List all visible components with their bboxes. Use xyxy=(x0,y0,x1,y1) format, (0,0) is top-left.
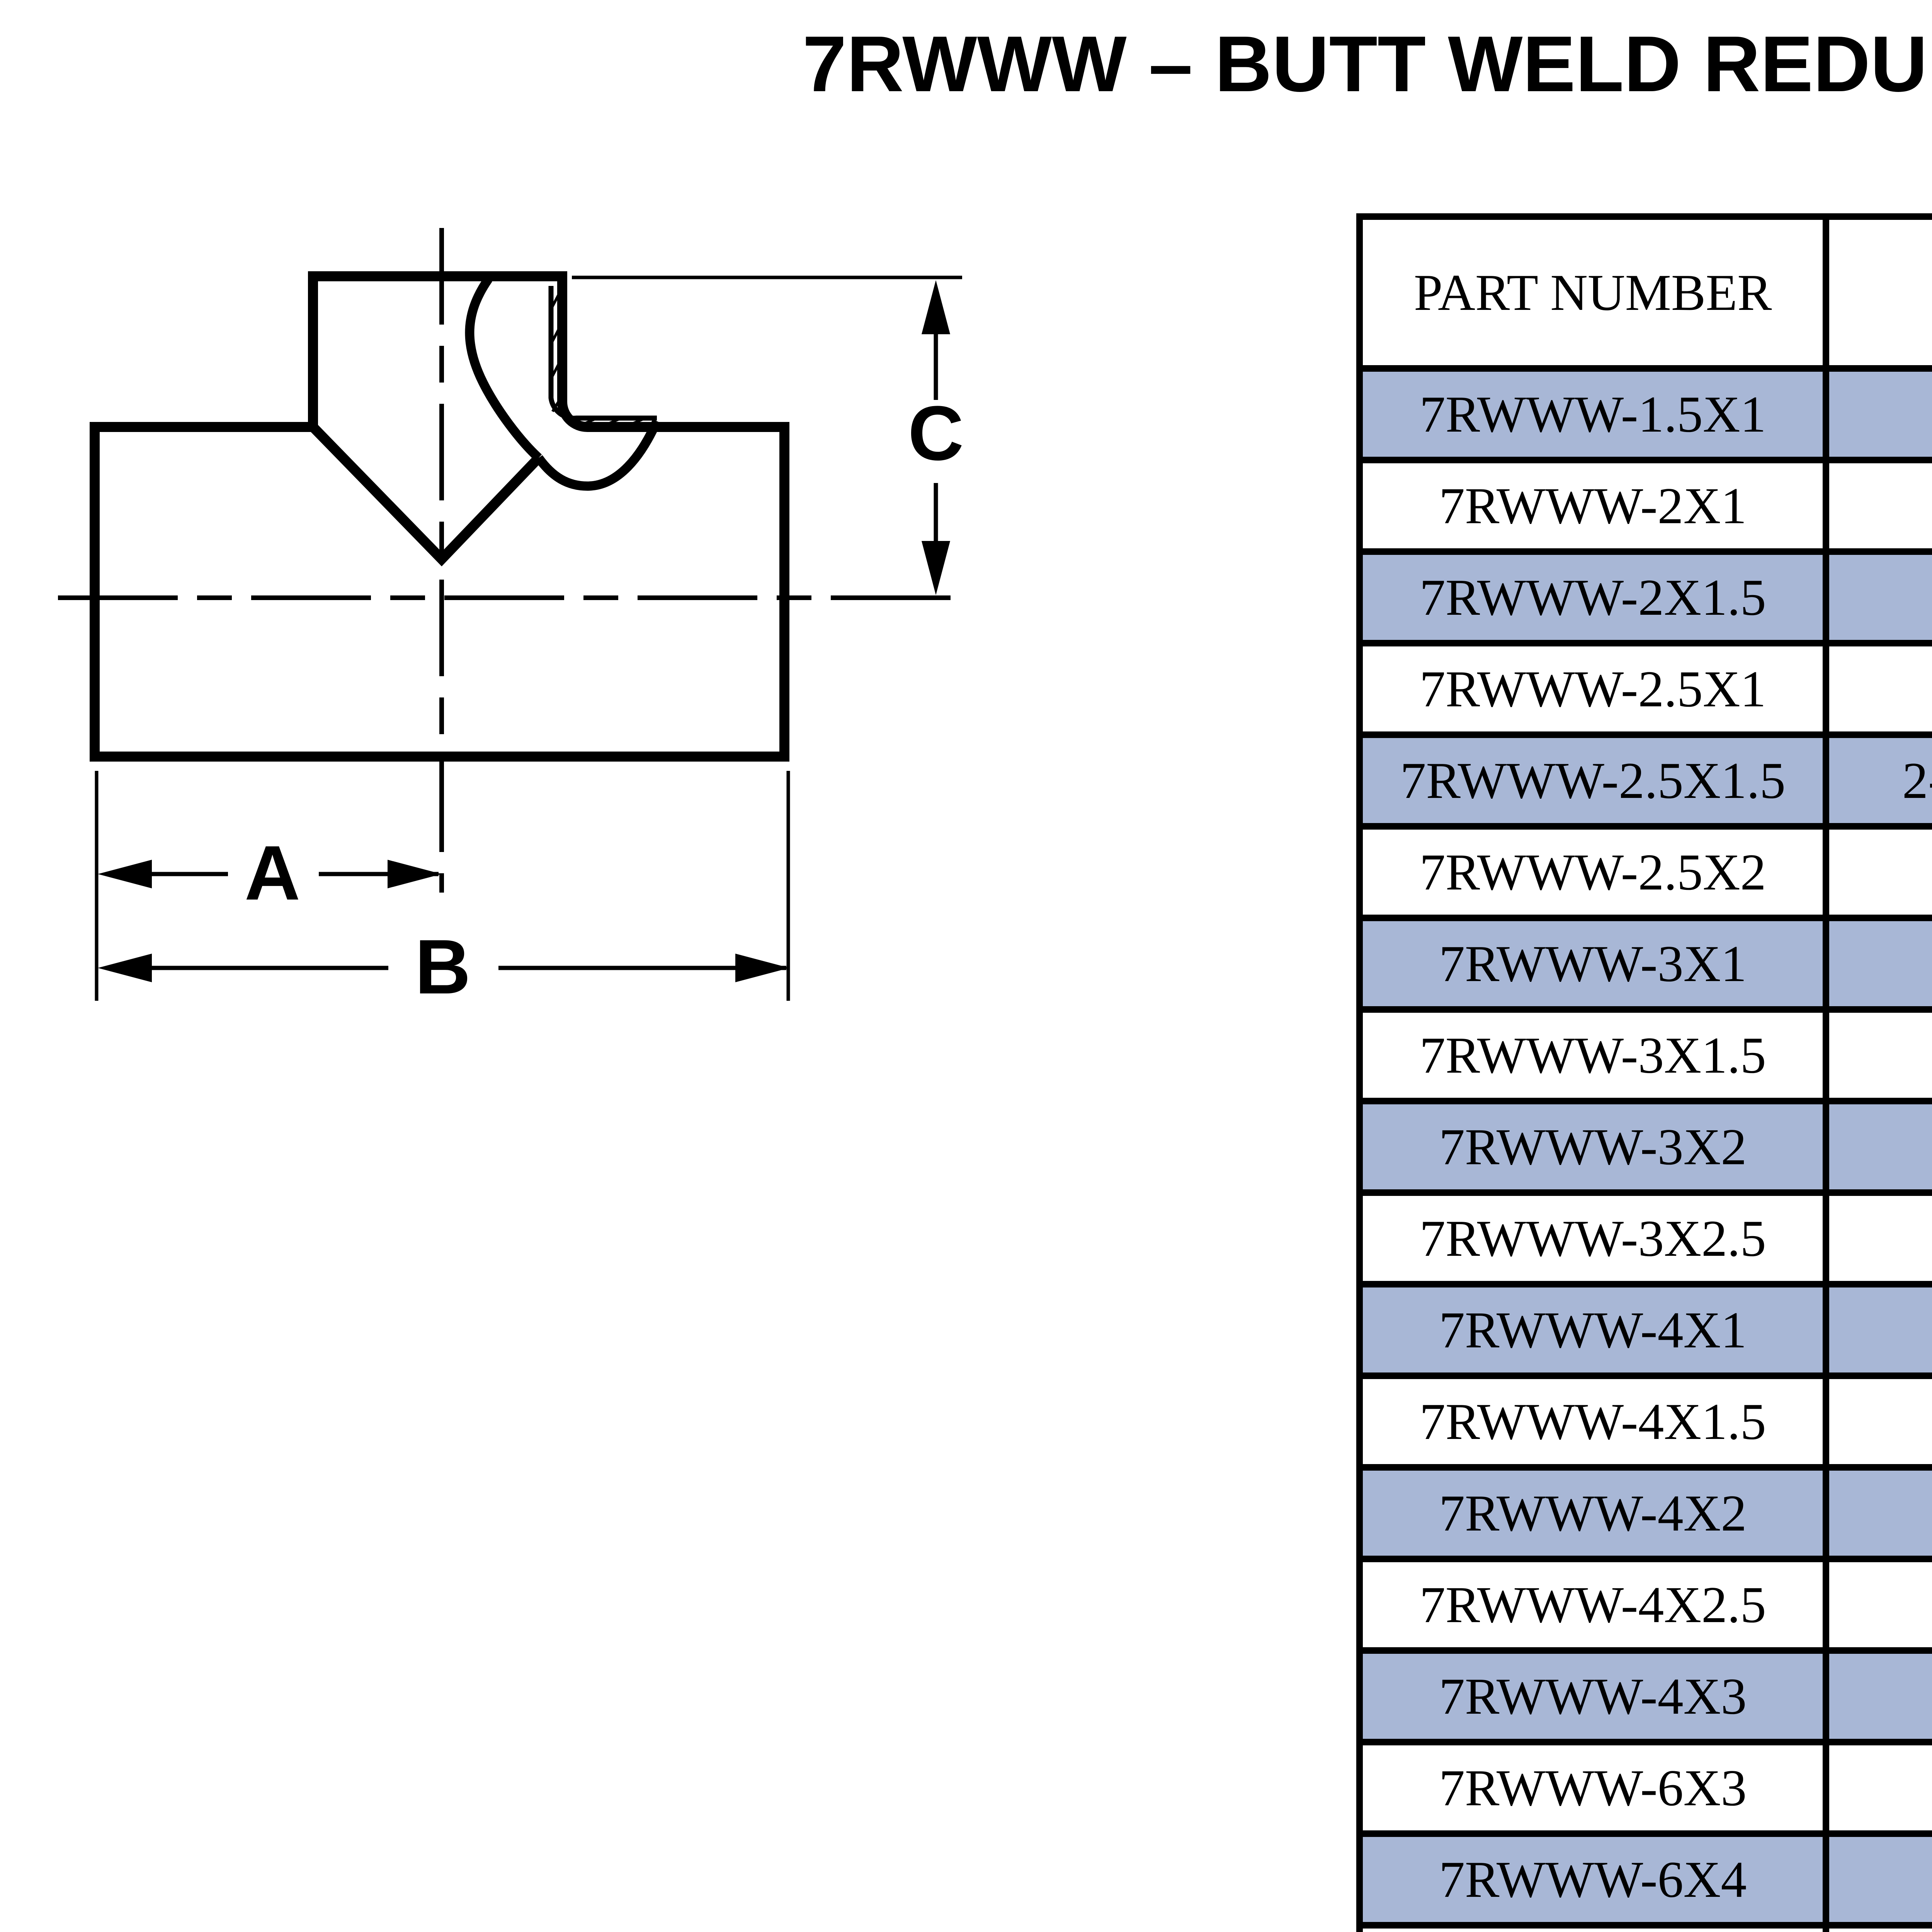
tee-diagram-svg: C A B xyxy=(58,228,964,1010)
table-cell: 7RWWW-3X1.5 xyxy=(1356,1006,1830,1104)
dim-label-a: A xyxy=(245,830,300,916)
table-cell: 7RWWW-4X3 xyxy=(1356,1647,1830,1745)
page-title: 7RWWW – BUTT WELD REDUING SHORT TEE xyxy=(802,20,1932,108)
dim-b-arrowhead-left xyxy=(98,954,152,982)
table-cell: 7RWWW-4X2 xyxy=(1356,1464,1830,1562)
saddle-curve xyxy=(535,419,661,491)
table-row: 7RWWW-2.5X1.52-1/2 X 1-1/22.3444.6882.15… xyxy=(1356,731,1932,830)
table-cell: 4 X 2-1/2 xyxy=(1823,1556,1932,1654)
table-cell: 7RWWW-2.5X1 xyxy=(1356,640,1830,738)
spec-table-header: PART NUMBER SIZE (inches) A (inches) B xyxy=(1356,213,1932,372)
table-cell: 2-1/2 X 2 xyxy=(1823,823,1932,921)
dim-c-arrowhead-down xyxy=(922,541,950,595)
table-row: 7RWWW-3X2.53 X 2-1/22.5945.1882.594 xyxy=(1356,1189,1932,1287)
branch-bore-curve xyxy=(465,276,542,461)
table-cell: 7RWWW-2.5X2 xyxy=(1356,823,1830,921)
table-row: 7RWWW-4X2.54 X 2-1/23.4386.8753.094 xyxy=(1356,1556,1932,1654)
table-cell: 2-1/2 X 1 xyxy=(1823,640,1932,738)
dim-label-b: B xyxy=(415,924,471,1010)
branch-inner-wall-line xyxy=(548,286,657,421)
table-cell: 7RWWW-2.5X1.5 xyxy=(1356,731,1830,830)
header-row: PART NUMBER SIZE (inches) A (inches) B xyxy=(1356,213,1932,372)
table-row: 7RWWW-2X12 X 12.0624.1251.625 xyxy=(1356,457,1932,555)
table-row: 7RWWW-2.5X22-1/2 X 22.3444.6882.312 xyxy=(1356,823,1932,921)
table-cell: 2-1/2 X 1-1/2 xyxy=(1823,731,1932,830)
table-row: 7RWWW-2.5X12-1/2 X 12.3444.6881.875 xyxy=(1356,640,1932,738)
table-cell: 7RWWW-6X3 xyxy=(1356,1739,1830,1837)
table-cell: 7RWWW-3X1 xyxy=(1356,915,1830,1013)
table-cell: 3 X 2 xyxy=(1823,1098,1932,1196)
table-row: 7RWWW-2X1.52 X 1-1/22.0624.1251.905 xyxy=(1356,548,1932,646)
table-row: 7RWWW-6X46 X 45.62511.2505.125 xyxy=(1356,1830,1932,1929)
tee-body-outline xyxy=(90,271,789,762)
table-row: 7RWWW-3X1.53 X 1-1/22.5945.1882.406 xyxy=(1356,1006,1932,1104)
spec-table-body: 7RWWW-1.5X11-1/2 X 11.6563.3121.3757RWWW… xyxy=(1356,365,1932,1932)
table-row: 7RWWW-4X1.54 X 1-1/23.4386.8752.906 xyxy=(1356,1372,1932,1471)
table-cell: 7RWWW-2X1 xyxy=(1356,457,1830,555)
table-row: 7RWWW-3X23 X 22.5945.1882.562 xyxy=(1356,1098,1932,1196)
table-cell: 4 X 1 xyxy=(1823,1281,1932,1379)
col-header-line1: PART NUMBER xyxy=(1413,264,1772,321)
table-cell: 4 X 1-1/2 xyxy=(1823,1372,1932,1471)
table-row: 7RWWW-1.5X11-1/2 X 11.6563.3121.375 xyxy=(1356,365,1932,463)
table-cell: 4 X 3 xyxy=(1823,1647,1932,1745)
section-hatch xyxy=(549,287,646,428)
dim-c-arrowhead-up xyxy=(922,280,950,334)
table-cell: 7RWWW-4X2.5 xyxy=(1356,1556,1830,1654)
table-row: 7RWWW-3X13 X 12.5945.1882.125 xyxy=(1356,915,1932,1013)
table-cell: 7RWWW-1.5X1 xyxy=(1356,365,1830,463)
table-cell: 6 X 3 xyxy=(1823,1739,1932,1837)
weld-v-lines xyxy=(309,423,543,566)
table-cell: 3 X 1-1/2 xyxy=(1823,1006,1932,1104)
table-cell: 1-1/2 X 1 xyxy=(1823,365,1932,463)
table-cell: 3 X 2-1/2 xyxy=(1823,1189,1932,1287)
dim-a-arrowhead-left xyxy=(98,860,152,888)
dim-label-c: C xyxy=(908,390,964,476)
table-row: 7RWWW-6X36 X 35.62511.2504.875 xyxy=(1356,1739,1932,1837)
table-row: 7RWWW-8X48 X 47.00014.0006.125 xyxy=(1356,1922,1932,1932)
table-cell: 8 X 4 xyxy=(1823,1922,1932,1932)
tee-diagram: C A B xyxy=(0,213,1043,1043)
table-cell: 7RWWW-4X1 xyxy=(1356,1281,1830,1379)
table-cell: 6 X 4 xyxy=(1823,1830,1932,1929)
table-cell: 2 X 1 xyxy=(1823,457,1932,555)
col-header-size: SIZE (inches) xyxy=(1823,213,1932,372)
dim-a-arrowhead-right xyxy=(388,860,442,888)
table-cell: 2 X 1-1/2 xyxy=(1823,548,1932,646)
table-row: 7RWWW-4X14 X 13.4386.8752.625 xyxy=(1356,1281,1932,1379)
table-cell: 3 X 1 xyxy=(1823,915,1932,1013)
table-row: 7RWWW-4X24 X 23.4386.8753.062 xyxy=(1356,1464,1932,1562)
dim-b-arrowhead-right xyxy=(735,954,789,982)
col-header-part-number: PART NUMBER xyxy=(1356,213,1830,372)
spec-table: PART NUMBER SIZE (inches) A (inches) B xyxy=(1356,213,1932,1932)
table-cell: 7RWWW-6X4 xyxy=(1356,1830,1830,1929)
table-cell: 7RWWW-3X2.5 xyxy=(1356,1189,1830,1287)
table-cell: 7RWWW-3X2 xyxy=(1356,1098,1830,1196)
table-row: 7RWWW-4X34 X 33.4386.8753.094 xyxy=(1356,1647,1932,1745)
table-cell: 4 X 2 xyxy=(1823,1464,1932,1562)
table-cell: 7RWWW-2X1.5 xyxy=(1356,548,1830,646)
table-cell: 7RWWW-8X4 xyxy=(1356,1922,1830,1932)
table-cell: 7RWWW-4X1.5 xyxy=(1356,1372,1830,1471)
